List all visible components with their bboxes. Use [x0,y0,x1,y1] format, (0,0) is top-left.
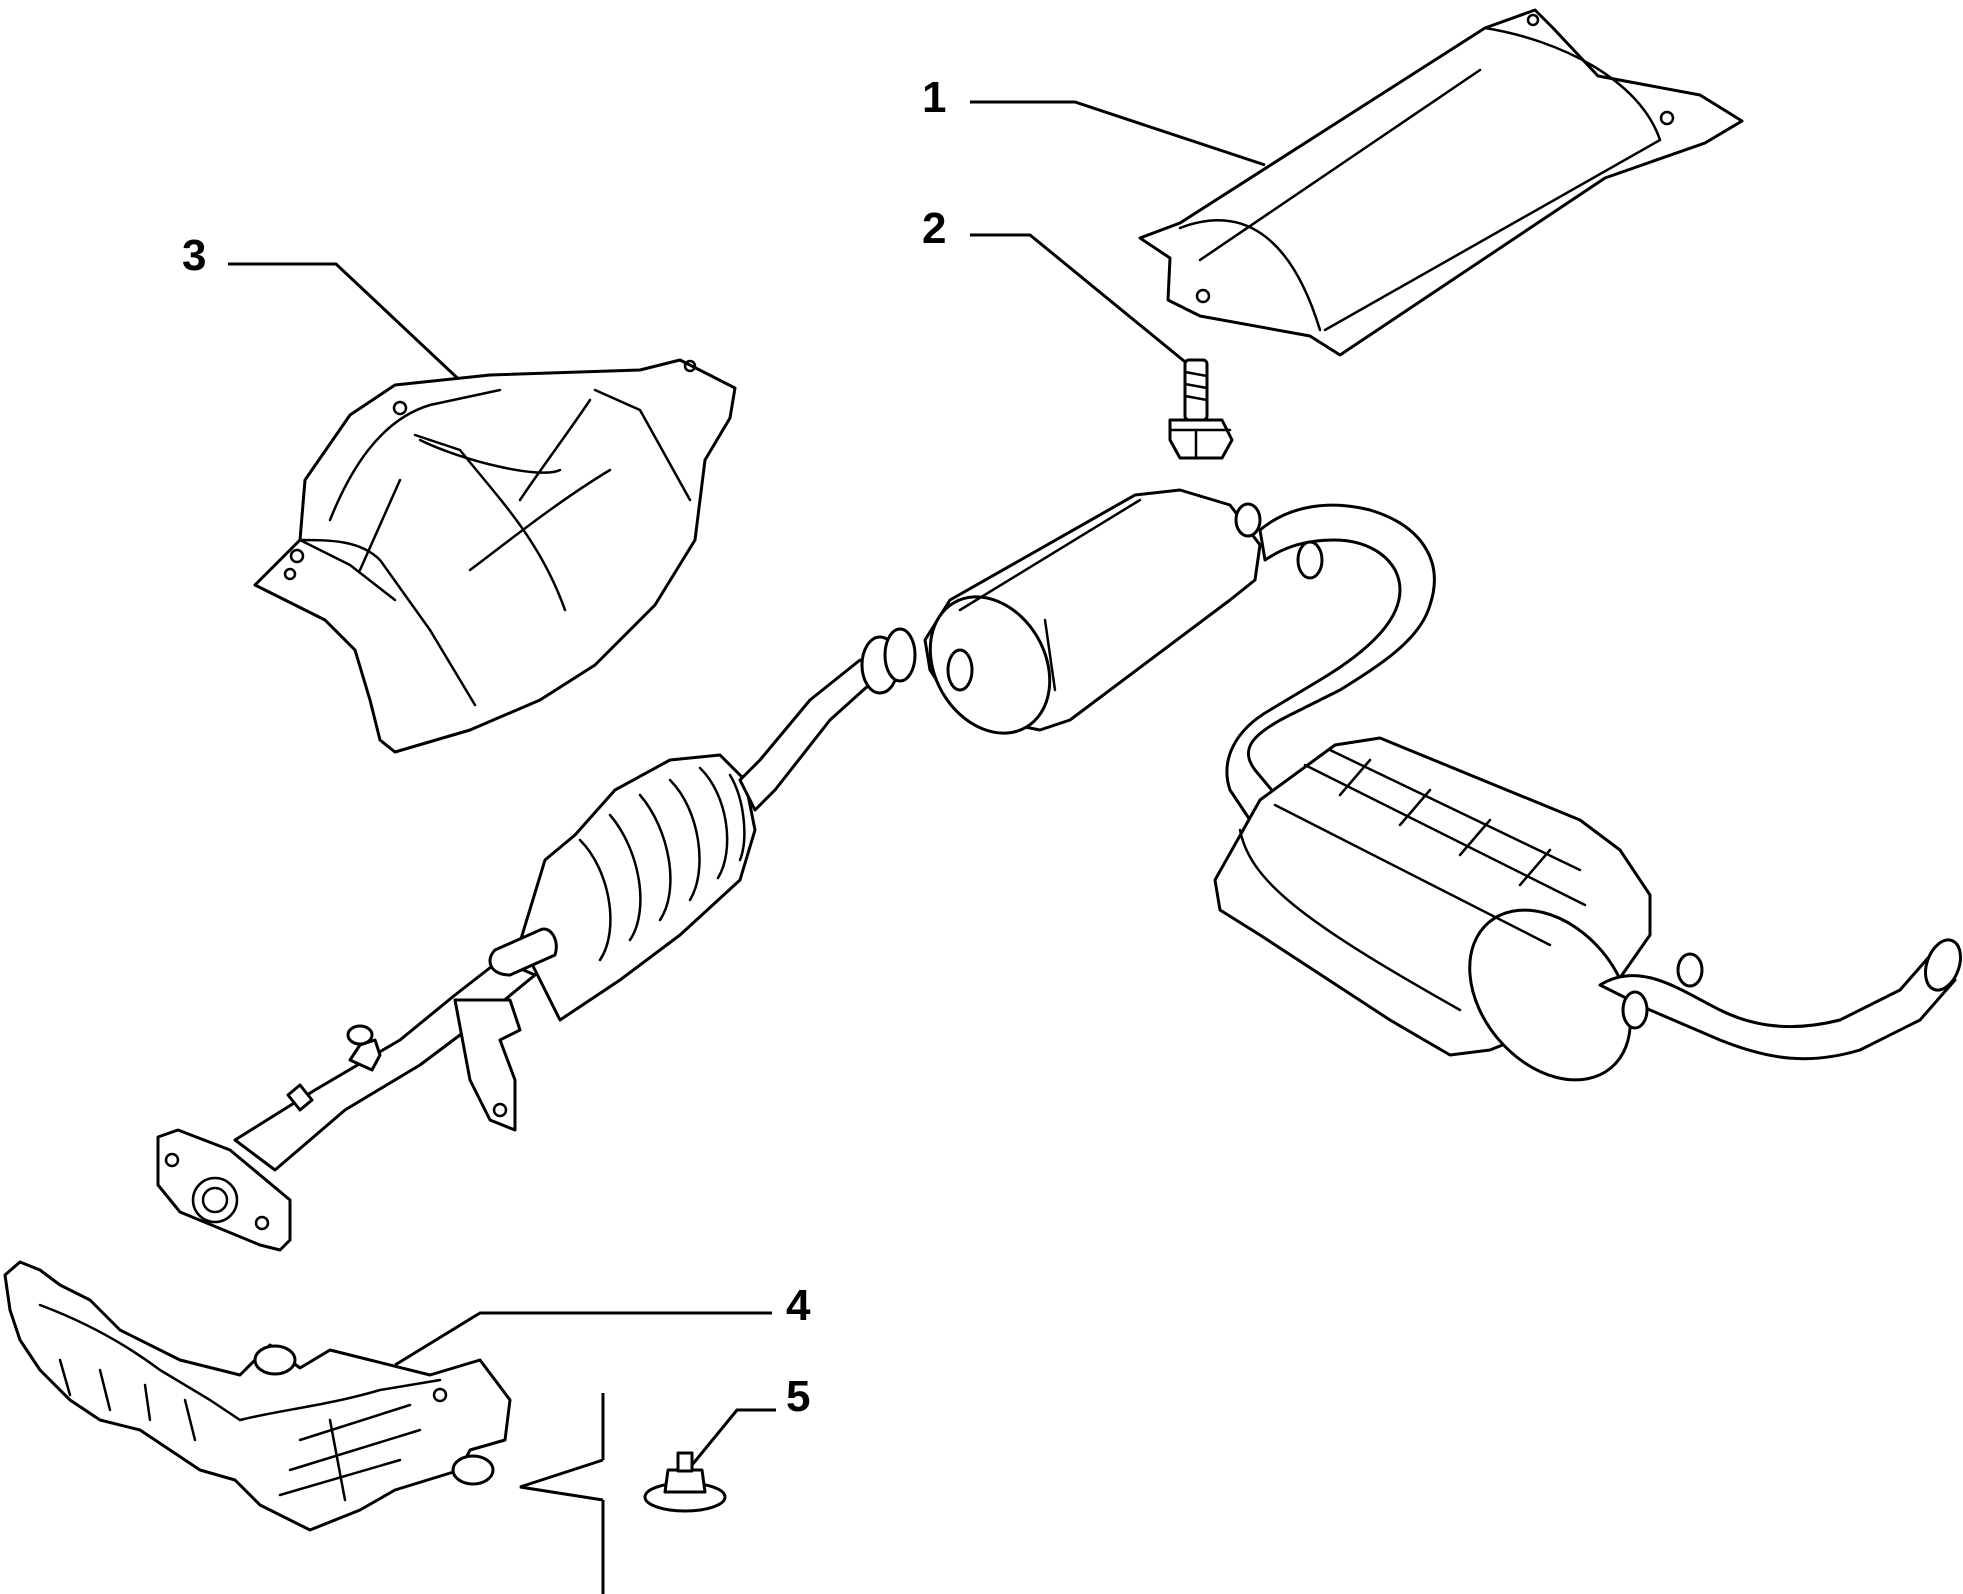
callout-3-label: 3 [182,231,206,280]
leader-bracket-4-5 [519,1393,605,1594]
pipe-bracket [453,998,522,1132]
bolt [1168,358,1234,460]
callout-4-label: 4 [786,1281,811,1330]
catalytic-converter [498,753,757,1022]
callout-2-label: 2 [922,204,946,253]
callout-5-label: 5 [786,1372,810,1421]
callout-1-label: 1 [922,73,946,122]
leader-line-5 [690,1408,776,1466]
heat-shield-rear [1138,8,1744,357]
heat-shield-lower [3,1260,512,1532]
leader-line-1 [970,100,1266,167]
leader-line-2 [970,233,1196,372]
flange-nut [643,1451,727,1513]
heat-shield-front [253,358,737,754]
exhaust-pipe-assembly [156,488,1962,1252]
leader-line-3 [228,262,470,390]
leader-line-4 [394,1311,772,1367]
